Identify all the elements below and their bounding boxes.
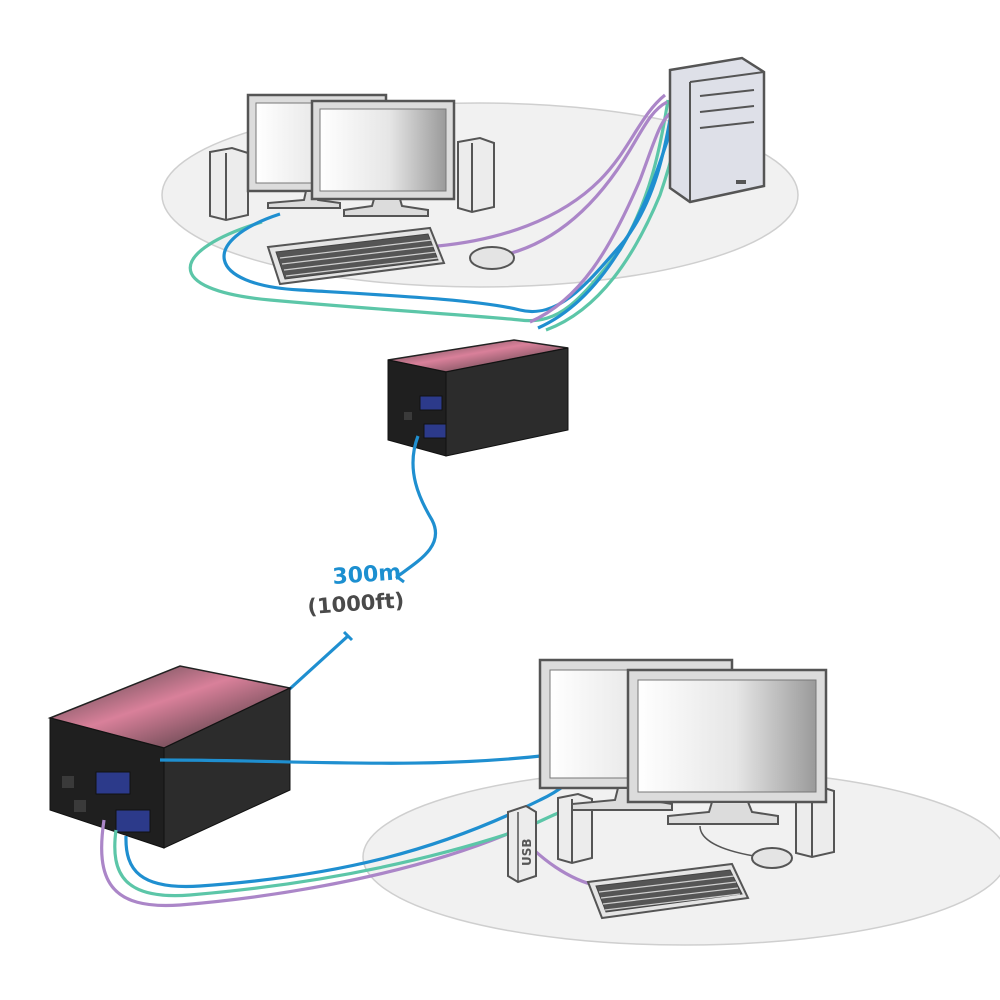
link-cable-upper <box>397 435 438 578</box>
distance-label: 300m <box>332 560 402 590</box>
local-purple-cable-extender <box>529 110 673 324</box>
remote-mouse <box>751 847 793 869</box>
usb-stick: USB <box>507 804 537 884</box>
local-purple-cable-mouse <box>507 100 668 256</box>
local-monitor-front <box>310 99 456 217</box>
link-cable-end-tick-top <box>395 574 405 584</box>
remote-monitor-front <box>626 668 828 825</box>
local-right-speaker <box>457 136 495 214</box>
local-blue-cable <box>222 107 674 314</box>
distance-label-alt: (1000ft) <box>307 588 405 619</box>
remote-keyboard <box>586 862 750 920</box>
local-left-speaker <box>209 146 249 222</box>
remote-extender-unit <box>47 665 293 849</box>
link-cable-end-tick-bottom <box>342 630 354 642</box>
remote-mouse-cord <box>699 825 755 857</box>
link-cable-lower <box>280 634 350 698</box>
usb-label: USB <box>520 838 534 866</box>
local-mouse <box>469 246 515 270</box>
local-pc-tower <box>668 56 766 204</box>
local-keyboard <box>266 226 446 286</box>
remote-blue-cable-monitor <box>159 753 551 765</box>
local-extender-unit <box>387 339 569 457</box>
local-purple-cable-keyboard <box>437 93 667 248</box>
remote-green-cable <box>113 804 581 898</box>
